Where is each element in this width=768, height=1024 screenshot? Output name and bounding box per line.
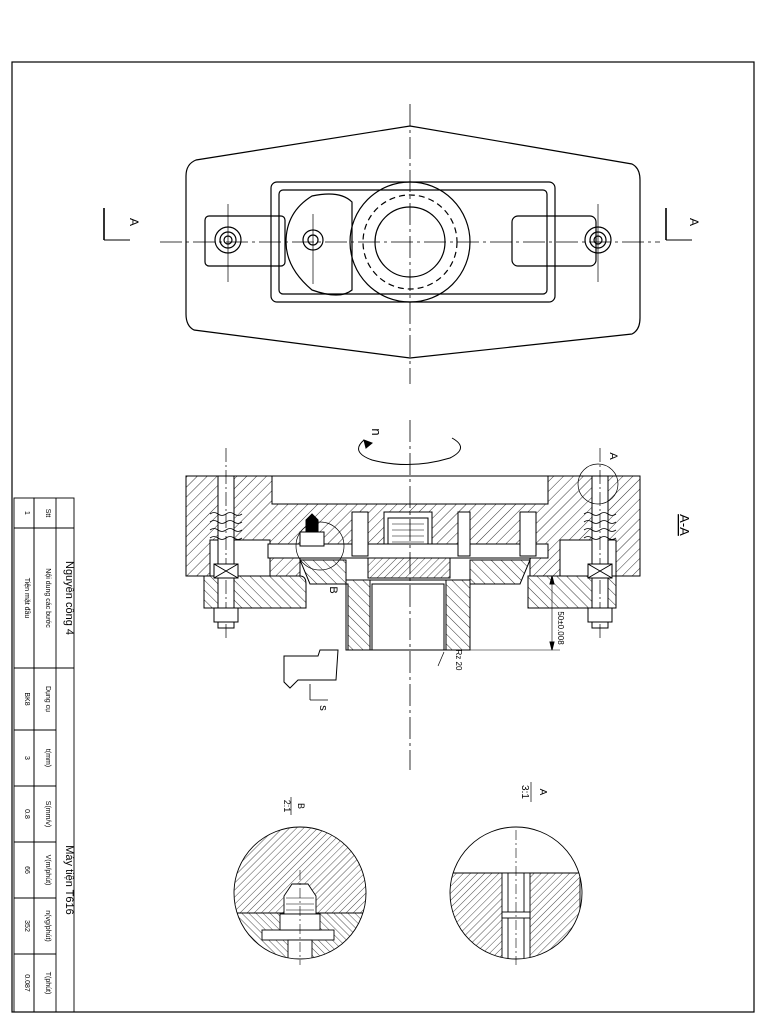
table-header-cell: V(m/phút)	[44, 855, 51, 886]
rotation-arrow-icon	[358, 437, 461, 466]
clamp-lever	[285, 193, 353, 296]
detail-b-title: B	[296, 803, 306, 809]
right-clamp-screw	[583, 448, 617, 640]
detail-b-marker: B	[327, 586, 339, 593]
table-data-cell: 66	[23, 866, 30, 874]
table-data-cell: 1	[23, 511, 30, 515]
detail-a-circle	[577, 463, 619, 505]
table-header-cell: t(mm)	[44, 749, 51, 767]
operation-title: Nguyên công 4	[63, 561, 75, 635]
dim-height: 50±0.008	[556, 611, 565, 645]
right-clamp-block	[511, 215, 597, 267]
rotation-label: n	[369, 428, 384, 435]
left-clamp-screw	[209, 448, 243, 640]
table-data-cell: 0.087	[23, 974, 30, 992]
plan-view	[103, 104, 692, 384]
cut-marker-left: A	[127, 218, 141, 226]
table-data-cell: BK8	[23, 692, 30, 705]
table-header-cell: n(vg/phút)	[44, 910, 51, 942]
center-bushing	[367, 555, 451, 579]
table-data-cell: 352	[23, 920, 30, 932]
cut-marker-right: A	[687, 218, 701, 226]
detail-b-view	[233, 826, 367, 965]
detail-a-marker: A	[607, 452, 619, 460]
table-data-cell: 3	[23, 756, 30, 760]
sheet-border	[11, 61, 755, 1013]
process-table	[13, 497, 75, 1013]
detail-a-title: A	[537, 789, 548, 796]
dim-roughness: Rz 20	[454, 650, 463, 671]
base-plate-outline	[185, 125, 641, 359]
detail-a-view	[449, 826, 583, 965]
left-clamp-block	[204, 215, 286, 267]
detail-a-scale: 3:1	[519, 785, 530, 799]
table-data-cell: Tiện mặt đầu	[23, 578, 32, 619]
detail-b-scale: 2:1	[282, 800, 292, 813]
detail-b-circle	[295, 521, 345, 571]
table-header-cell: S(mm/v)	[44, 801, 51, 827]
table-header-cell: Nội dung các bước	[44, 568, 51, 628]
table-data-cell: 0.8	[23, 809, 30, 819]
feed-label: s	[317, 705, 329, 711]
machine-title: Máy tiện T616	[63, 845, 75, 915]
table-header-cell: Dụng cụ	[44, 686, 51, 712]
table-header-cell: T(phút)	[44, 972, 51, 995]
section-view	[185, 420, 641, 770]
cutting-tool	[283, 649, 339, 689]
table-header-cell: Stt	[44, 509, 51, 518]
section-label: A-A	[677, 514, 692, 536]
workpiece-section	[299, 559, 371, 651]
